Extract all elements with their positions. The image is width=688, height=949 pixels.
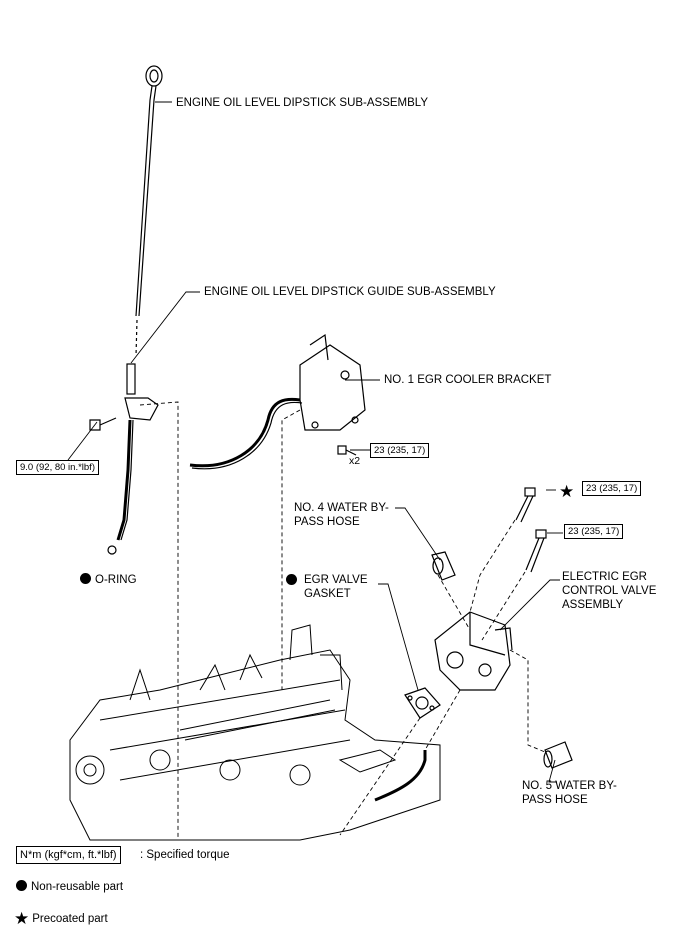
valve-bolts xyxy=(515,487,547,573)
egr-valve-gasket-part xyxy=(404,687,441,719)
label-egr-cooler-bracket: NO. 1 EGR COOLER BRACKET xyxy=(384,374,552,386)
assembly-lines xyxy=(139,401,546,840)
engine-block xyxy=(69,624,441,841)
filled-circle-icon xyxy=(16,880,27,891)
label-dipstick-guide: ENGINE OIL LEVEL DIPSTICK GUIDE SUB-ASSE… xyxy=(204,286,496,298)
dipstick-guide-part xyxy=(107,363,159,555)
egr-cooler-bracket-part xyxy=(189,333,366,470)
non-reusable-icon xyxy=(80,573,91,584)
legend-torque-unit: N*m (kgf*cm, ft.*lbf) xyxy=(16,846,121,864)
non-reusable-icon xyxy=(286,574,297,585)
label-water-bypass-hose-5: NO. 5 WATER BY- PASS HOSE xyxy=(522,780,617,806)
egr-valve-part xyxy=(434,611,513,691)
label-quantity: x2 xyxy=(349,455,361,467)
label-egr-valve-gasket: EGR VALVE GASKET xyxy=(286,573,368,601)
legend-non-reusable-text: Non-reusable part xyxy=(31,881,124,893)
label-dipstick: ENGINE OIL LEVEL DIPSTICK SUB-ASSEMBLY xyxy=(176,97,429,109)
dipstick-part xyxy=(135,65,163,357)
legend-non-reusable: Non-reusable part xyxy=(16,880,123,893)
legend-precoated-text: Precoated part xyxy=(32,913,108,925)
water-bypass-hose-5-part xyxy=(543,741,573,769)
legend-precoated: ★Precoated part xyxy=(14,909,108,929)
guide-bolt xyxy=(89,417,117,431)
torque-guide-bolt: 9.0 (92, 80 in.*lbf) xyxy=(16,460,99,475)
leader-lines xyxy=(67,101,563,783)
label-o-ring-text: O-RING xyxy=(95,574,137,586)
torque-valve-bolt-precoated: 23 (235, 17) xyxy=(582,481,642,496)
precoated-star-icon: ★ xyxy=(559,482,575,501)
bracket-bolt xyxy=(337,445,357,456)
star-icon: ★ xyxy=(14,909,30,928)
torque-valve-bolt: 23 (235, 17) xyxy=(564,524,624,539)
water-bypass-hose-4-part xyxy=(431,551,456,581)
label-o-ring: O-RING xyxy=(80,573,137,587)
torque-bracket-bolt: 23 (235, 17) xyxy=(370,443,430,458)
label-egr-valve-gasket-text: EGR VALVE GASKET xyxy=(304,574,368,600)
label-water-bypass-hose-4: NO. 4 WATER BY- PASS HOSE xyxy=(294,502,389,528)
legend-torque-desc: : Specified torque xyxy=(140,849,230,861)
label-egr-control-valve: ELECTRIC EGR CONTROL VALVE ASSEMBLY xyxy=(562,571,657,611)
